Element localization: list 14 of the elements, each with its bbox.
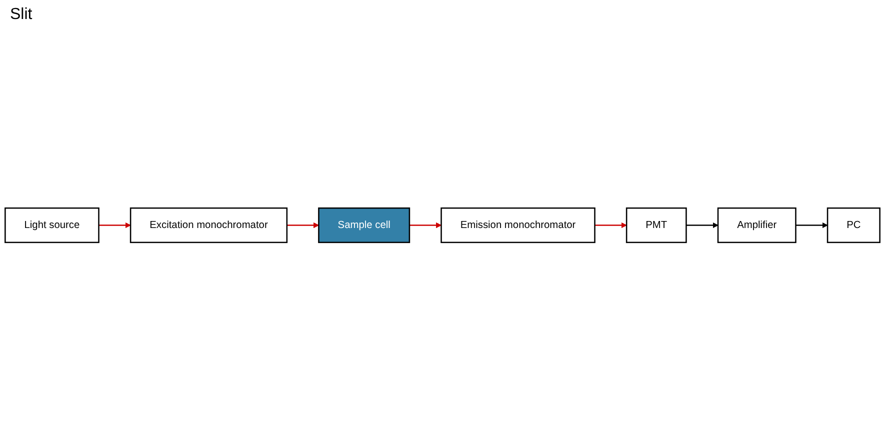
node-box: Excitation monochromator	[130, 207, 288, 243]
node-box: Sample cell	[318, 207, 410, 243]
arrow	[594, 222, 627, 228]
arrow	[409, 222, 442, 228]
arrow	[686, 222, 718, 228]
node-box: PC	[826, 207, 880, 243]
node-box: Amplifier	[717, 207, 796, 243]
node-box: Emission monochromator	[440, 207, 596, 243]
arrow	[796, 222, 828, 228]
node-box: PMT	[626, 207, 687, 243]
node-box: Light source	[4, 207, 100, 243]
slit-label: Slit	[10, 6, 32, 23]
arrow	[98, 222, 131, 228]
arrow	[286, 222, 319, 228]
